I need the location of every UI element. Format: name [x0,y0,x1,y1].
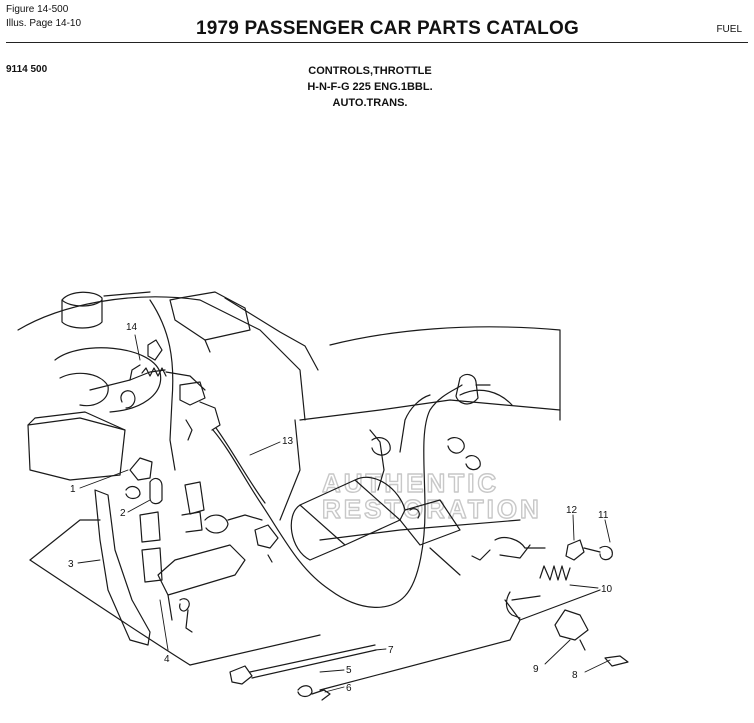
callout-11: 11 [598,510,609,521]
callout-1: 1 [70,484,76,495]
engine-outline [17,291,601,691]
callout-10: 10 [601,584,613,595]
callout-8: 8 [572,670,578,681]
figure-reference: Figure 14-500 [6,4,69,15]
callout-3: 3 [68,559,74,570]
callout-9: 9 [533,664,539,675]
watermark: AUTHENTIC RESTORATION [321,467,542,524]
callout-5: 5 [346,665,352,676]
throttle-linkage-spring [89,339,221,441]
header-rule [6,42,748,43]
callout-12: 12 [566,505,578,516]
throttle-bracket-assembly [94,457,279,646]
callout-numbers: 1 2 3 4 5 6 7 8 9 10 11 12 13 14 [68,322,613,694]
callout-14: 14 [126,322,138,333]
watermark-line-2: RESTORATION [322,494,542,524]
catalog-title: 1979 PASSENGER CAR PARTS CATALOG [196,18,579,39]
leader-lines [77,334,611,693]
callout-4: 4 [164,654,170,665]
diagram-title-line-2: H-N-F-G 225 ENG.1BBL. [307,81,433,93]
callout-2: 2 [120,508,126,519]
kickdown-parts [471,536,629,667]
diagram-title-line-1: CONTROLS,THROTTLE [308,65,432,77]
callout-13: 13 [282,436,294,447]
diagram-title-line-3: AUTO.TRANS. [332,97,408,109]
section-label: FUEL [716,24,742,35]
throttle-rod [229,644,377,701]
callout-6: 6 [346,683,352,694]
illustration-page-reference: Illus. Page 14-10 [6,18,82,29]
starter-motor [290,436,481,576]
part-number: 9114 500 [6,64,48,75]
callout-7: 7 [388,645,394,656]
throttle-cable [212,373,491,608]
watermark-line-1: AUTHENTIC [322,468,499,498]
